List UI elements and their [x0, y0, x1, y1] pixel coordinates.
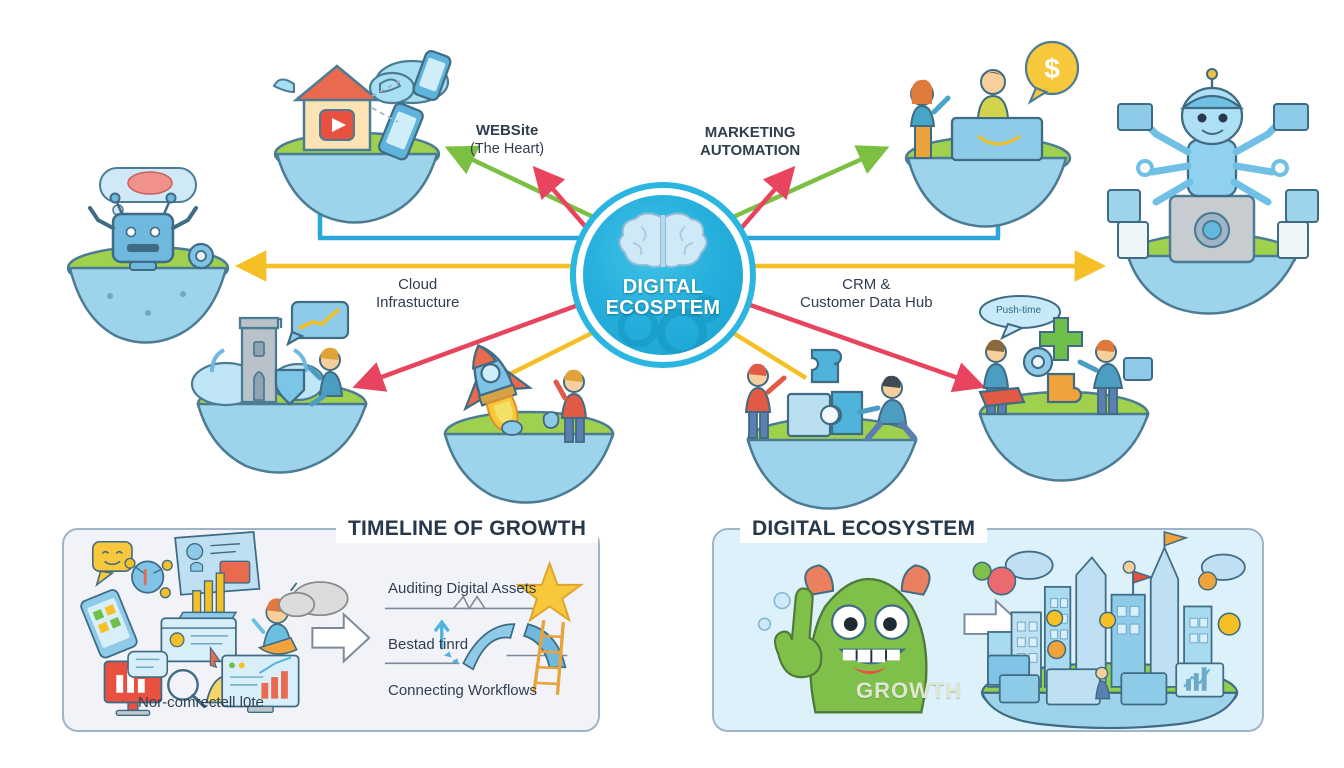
island-crm-robot: [1090, 68, 1340, 315]
panel-timeline-of-growth: TIMELINE OF GROWTH: [62, 515, 600, 732]
central-hub[interactable]: DIGITAL ECOSPTEM: [583, 195, 743, 355]
spoke-label-marketing-automation: MARKETING AUTOMATION: [700, 124, 800, 160]
spoke-label-website-sub: (The Heart): [470, 141, 545, 157]
timeline-step-3: Connecting Workflows: [388, 682, 537, 699]
panel-timeline-title: TIMELINE OF GROWTH: [336, 515, 599, 543]
timeline-left-caption: Nor-comrectell l0te: [138, 694, 264, 711]
spoke-label-marketing-line2: AUTOMATION: [700, 142, 801, 159]
ecosystem-illustration: [757, 530, 1246, 730]
island-ai-robot: [38, 167, 258, 344]
island-realtime-sync: Push-time: [952, 295, 1172, 482]
ecosystem-mascot-label: GROWTH: [856, 678, 963, 703]
spoke-label-crm-hub: CRM & Customer Data Hub: [800, 276, 933, 312]
spoke-label-cloud-line2: Infrastucture: [376, 294, 460, 311]
spoke-label-website-main: WEBSite: [475, 122, 539, 139]
svg-text:$: $: [1044, 53, 1060, 84]
panel-digital-ecosystem: DIGITAL ECOSYSTEM: [712, 515, 1264, 732]
realtime-bubble-label: Push-time: [996, 305, 1042, 316]
island-rocket-launch: [424, 322, 634, 504]
gears-icon: [617, 295, 720, 353]
spoke-label-marketing-line1: MARKETING: [704, 124, 796, 141]
spoke-label-crm-line2: Customer Data Hub: [800, 294, 933, 311]
spoke-label-cloud-infrastructure: Cloud Infrastucture: [376, 276, 459, 312]
timeline-step-1: Auditing Digital Assets: [388, 580, 537, 597]
island-cloud-security: [180, 292, 385, 477]
hub-title-line2: ECOSPTEM: [605, 297, 721, 319]
island-integration: [726, 332, 941, 512]
spoke-label-crm-line1: CRM &: [842, 276, 891, 293]
timeline-step-2: Bestad tinrd: [388, 636, 469, 653]
hub-title-line1: DIGITAL: [622, 276, 704, 298]
brain-icon: [618, 212, 708, 268]
spoke-label-website: WEBSite (The Heart): [470, 122, 544, 158]
spoke-label-cloud-line1: Cloud: [398, 276, 438, 293]
panel-ecosystem-title: DIGITAL ECOSYSTEM: [740, 515, 988, 543]
island-marketing-team: $: [880, 40, 1100, 228]
island-website-home: [252, 36, 467, 224]
hub-title: DIGITAL ECOSPTEM: [583, 277, 743, 355]
